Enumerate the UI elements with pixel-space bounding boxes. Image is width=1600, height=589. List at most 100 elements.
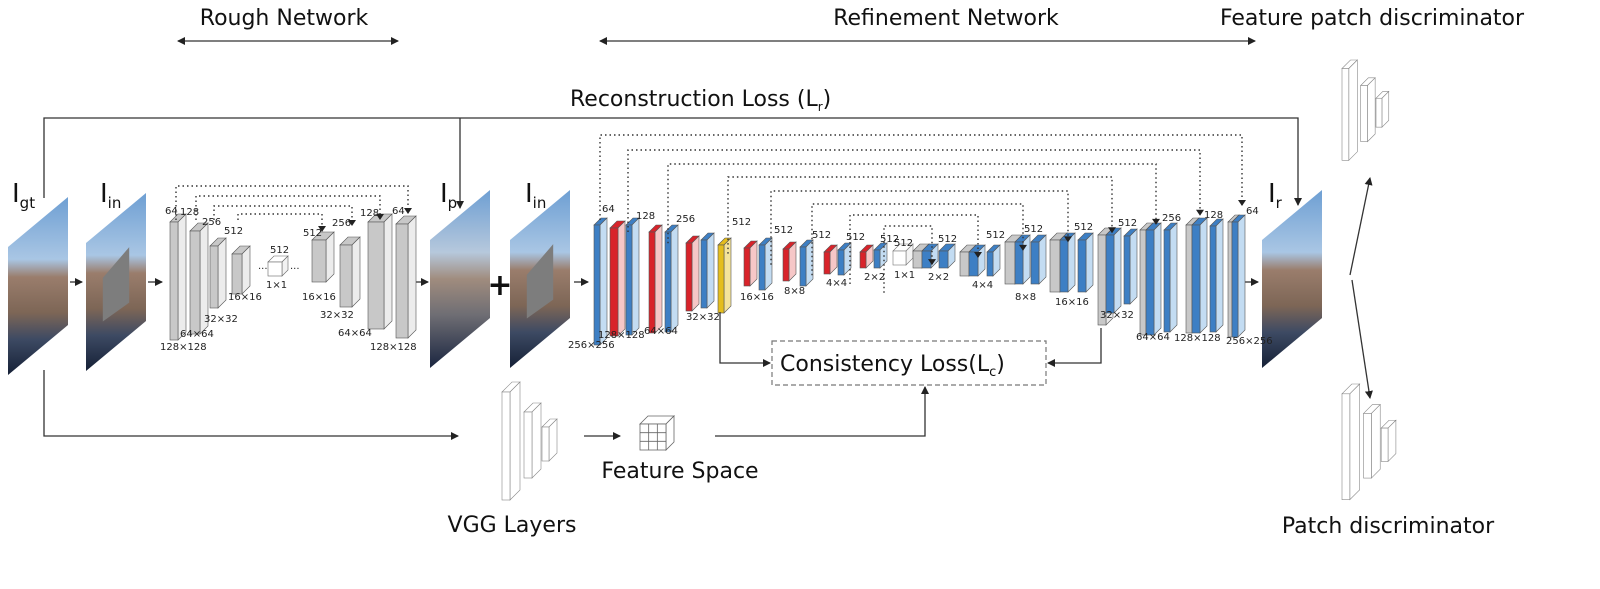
refinement-layer-block: [664, 224, 679, 333]
skip-arrowhead-icon: [404, 208, 412, 214]
image-label-in2: Iin: [525, 179, 546, 212]
refinement-layer-block: [758, 237, 773, 291]
image-label-p: Ip: [440, 179, 457, 212]
vgg-layers: [501, 381, 558, 501]
network-layer-outline: [1341, 59, 1359, 162]
refinement-layer-block: [1030, 234, 1047, 285]
rough-channel-label: 128: [180, 207, 199, 218]
skip-arrowhead-icon: [1019, 244, 1027, 251]
image-panel-in1: [86, 193, 146, 371]
refinement-layer-block: [743, 240, 758, 287]
refinement-size-label: 16×16: [1055, 297, 1089, 308]
rough-size-label: 1×1: [266, 280, 287, 291]
vgg-layers-label: VGG Layers: [448, 513, 577, 538]
refinement-network-title: Refinement Network: [833, 6, 1059, 31]
refinement-size-label: 4×4: [826, 278, 847, 289]
skip-arrowhead-icon: [928, 259, 936, 266]
refinement-size-label: 8×8: [784, 286, 805, 297]
refinement-layer-block: [859, 244, 874, 269]
image-panel-r: [1262, 190, 1322, 368]
consistency-loss-box: [771, 340, 1047, 386]
skip-arrowhead-icon: [1238, 200, 1246, 206]
network-layer-outline: [1341, 383, 1361, 501]
ellipsis: ···: [258, 264, 268, 275]
rough-skip-connection: [175, 185, 409, 220]
image-label-in1: Iin: [100, 179, 121, 212]
skip-arrowhead-icon: [318, 226, 326, 232]
patch-discriminator: [1341, 383, 1397, 501]
rough-size-label: 16×16: [302, 292, 336, 303]
refinement-channel-label: 512: [732, 217, 751, 228]
refinement-size-label: 2×2: [864, 272, 885, 283]
refinement-channel-label: 512: [1024, 224, 1043, 235]
skip-arrowhead-icon: [1108, 227, 1116, 234]
network-layer-outline: [1380, 419, 1397, 463]
rough-channel-label: 256: [202, 217, 221, 228]
refinement-layer-block: [593, 217, 608, 346]
refinement-skip-connection: [627, 149, 1201, 232]
rough-size-label: 32×32: [320, 310, 354, 321]
refinement-size-label: 2×2: [928, 272, 949, 283]
feature-patch-discriminator: [1341, 59, 1390, 162]
refinement-layer-block: [1145, 222, 1162, 336]
skip-arrowhead-icon: [1064, 236, 1072, 243]
rough-channel-label: 64: [392, 206, 405, 217]
rough-channel-label: 64: [165, 206, 178, 217]
reconstruction-loss-connector: [43, 117, 1302, 206]
skip-arrowhead-icon: [1152, 218, 1160, 225]
refinement-layer-block: [685, 235, 700, 312]
network-layer-outline: [1359, 77, 1376, 143]
refinement-skip-connection: [811, 203, 1024, 276]
rough-size-label: 128×128: [370, 342, 417, 353]
refinement-channel-label: 512: [938, 234, 957, 245]
refinement-skip-connection: [599, 134, 1243, 220]
refinement-layer-block: [968, 244, 986, 277]
refinement-layer-block: [1077, 232, 1094, 293]
ellipsis: ···: [290, 264, 300, 275]
refinement-layer-block: [1209, 218, 1224, 333]
refinement-layer-block: [799, 239, 814, 287]
refinement-layer-block: [873, 242, 888, 269]
network-layer-outline: [1375, 90, 1390, 128]
rough-layer-block: [339, 236, 361, 308]
refinement-layer-block: [837, 242, 852, 276]
refinement-size-label: 16×16: [740, 292, 774, 303]
mask-hole: [102, 247, 130, 322]
encoder-to-consistency-arrow: [719, 312, 771, 367]
refinement-size-label: 256×256: [568, 340, 615, 351]
refinement-channel-label: 512: [846, 232, 865, 243]
rough-size-label: 32×32: [204, 314, 238, 325]
feature-to-consistency-arrow: [715, 386, 929, 437]
rough-size-label: 16×16: [228, 292, 262, 303]
rough-size-label: 64×64: [180, 329, 214, 340]
rough-channel-label: 512: [303, 228, 322, 239]
rough-size-label: 64×64: [338, 328, 372, 339]
refinement-channel-label: 64: [602, 204, 615, 215]
rough-layer-block: [367, 213, 393, 330]
network-layer-outline: [541, 418, 558, 462]
network-layer-outline: [1362, 403, 1381, 479]
refinement-channel-label: 512: [774, 225, 793, 236]
refinement-layer-block: [1191, 217, 1208, 334]
skip-arrowhead-icon: [974, 252, 982, 258]
refinement-layer-block: [700, 232, 715, 309]
refinement-skip-connection: [883, 225, 933, 293]
ir-to-patch-disc-arrow: [1351, 279, 1373, 399]
skip-arrowhead-icon: [376, 214, 384, 220]
refinement-channel-label: 128: [636, 211, 655, 222]
refinement-size-label: 32×32: [686, 312, 720, 323]
rough-bottleneck-cube: [267, 255, 289, 277]
refinement-channel-label: 512: [894, 238, 913, 249]
feature-patch-discriminator-title: Feature patch discriminator: [1220, 6, 1525, 31]
refinement-layer-block: [648, 224, 663, 334]
gt-to-vgg-connector: [43, 370, 459, 440]
refinement-channel-label: 512: [1074, 222, 1093, 233]
network-layer-outline: [523, 402, 542, 479]
refinement-layer-block: [609, 220, 626, 337]
refinement-channel-label: 512: [986, 230, 1005, 241]
ir-to-feature-disc-arrow: [1349, 177, 1373, 276]
refinement-size-label: 64×64: [644, 326, 678, 337]
plus-operator: +: [487, 268, 512, 303]
image-label-r: Ir: [1268, 179, 1283, 212]
